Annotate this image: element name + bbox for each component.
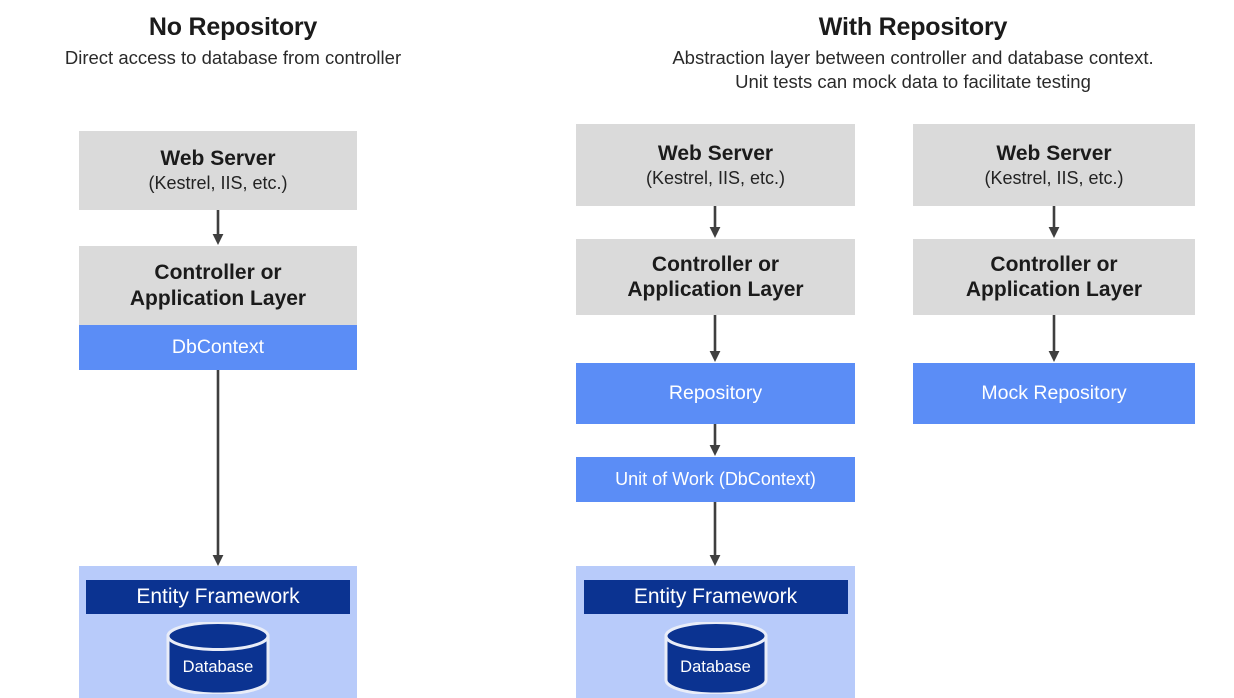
node-label-dbcontext: DbContext (171, 335, 265, 358)
node-controller-left: Controller or Application Layer (79, 246, 357, 325)
node-label-web-server: Web Server (996, 141, 1112, 165)
node-unit-of-work-middle: Unit of Work (DbContext) (576, 457, 855, 502)
panel-heading-no-repository: No Repository Direct access to database … (0, 13, 466, 70)
node-label-controller: Controller or Application Layer (627, 252, 804, 301)
node-repository-middle: Repository (576, 363, 855, 424)
arrow-dbcontext-to-entity-framework-left (208, 370, 228, 567)
node-label-mock-repository: Mock Repository (981, 381, 1127, 404)
node-controller-right: Controller or Application Layer (913, 239, 1195, 315)
node-label-unit-of-work: Unit of Work (DbContext) (615, 468, 816, 489)
node-entity-framework-left: Entity Framework (86, 580, 350, 614)
node-entity-framework-middle: Entity Framework (583, 580, 848, 614)
node-sublabel-web-server: (Kestrel, IIS, etc.) (148, 173, 288, 194)
node-sublabel-web-server: (Kestrel, IIS, etc.) (645, 167, 786, 188)
node-label-web-server: Web Server (160, 147, 276, 171)
panel-heading-with-repository: With Repository Abstraction layer betwee… (572, 13, 1234, 93)
node-web-server-left: Web Server (Kestrel, IIS, etc.) (79, 131, 357, 210)
arrow-web-server-to-controller-right (1044, 206, 1064, 239)
page-subtitle-no-repository: Direct access to database from controlle… (64, 47, 402, 68)
node-label-controller: Controller or Application Layer (965, 252, 1143, 301)
node-dbcontext-left: DbContext (79, 325, 357, 370)
node-label-entity-framework: Entity Framework (633, 585, 798, 609)
database-cylinder-middle: Database (663, 622, 769, 694)
node-mock-repository-right: Mock Repository (913, 363, 1195, 424)
arrow-web-server-to-controller-middle (705, 206, 725, 239)
page-title-no-repository: No Repository (148, 13, 318, 41)
node-entity-framework-container-left: Entity Framework Database (79, 566, 357, 698)
page-subtitle-with-repository: Abstraction layer between controller and… (672, 47, 1154, 92)
arrow-unit-of-work-to-entity-framework-middle (705, 502, 725, 567)
node-label-repository: Repository (668, 381, 763, 404)
node-label-entity-framework: Entity Framework (136, 585, 300, 609)
arrow-controller-to-mock-repository-right (1044, 315, 1064, 363)
node-web-server-middle: Web Server (Kestrel, IIS, etc.) (576, 124, 855, 206)
node-web-server-right: Web Server (Kestrel, IIS, etc.) (913, 124, 1195, 206)
node-label-controller: Controller or Application Layer (129, 261, 307, 310)
page-title-with-repository: With Repository (818, 13, 1008, 41)
arrow-web-server-to-controller-left (208, 210, 228, 246)
database-cylinder-left: Database (165, 622, 271, 694)
arrow-controller-to-repository-middle (705, 315, 725, 363)
node-label-web-server: Web Server (657, 141, 774, 165)
node-sublabel-web-server: (Kestrel, IIS, etc.) (984, 167, 1124, 188)
node-controller-middle: Controller or Application Layer (576, 239, 855, 315)
arrow-repository-to-unit-of-work-middle (705, 424, 725, 457)
node-entity-framework-container-middle: Entity Framework Database (576, 566, 855, 698)
